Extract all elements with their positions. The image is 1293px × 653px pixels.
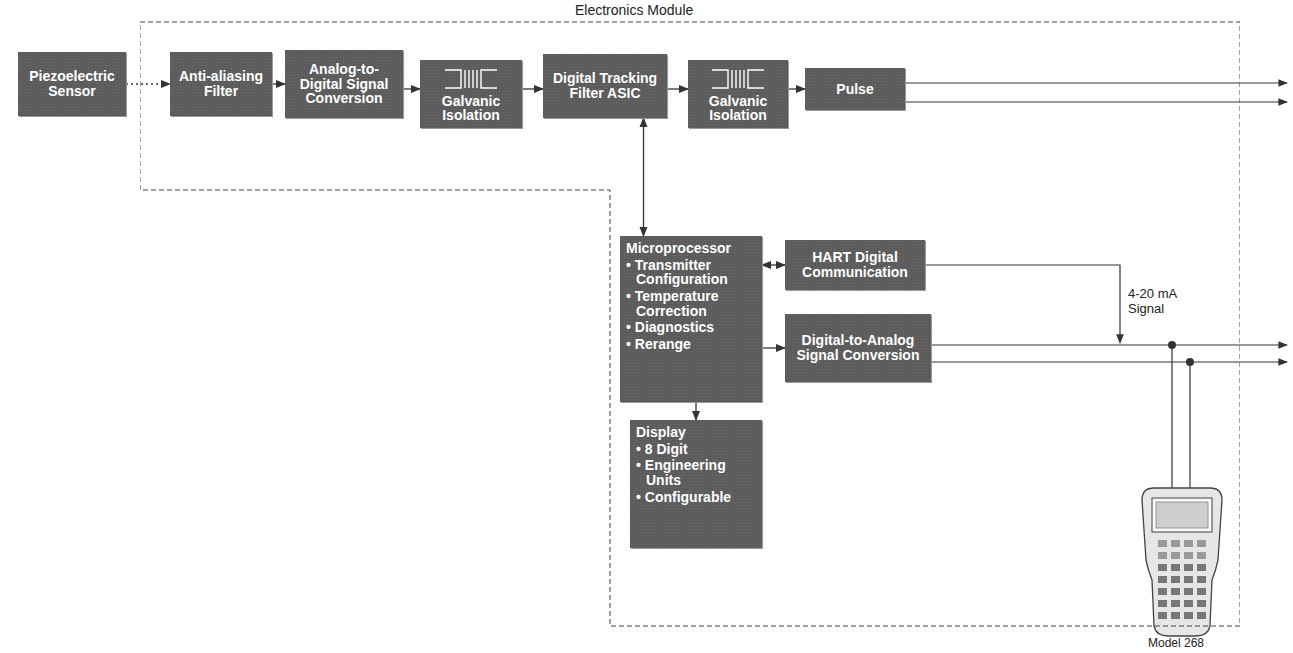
signal-arrow [762, 347, 785, 348]
keypad-key [1184, 540, 1193, 547]
keypad-key [1171, 612, 1180, 619]
box-title: Microprocessor [626, 241, 731, 256]
feature-item: • Diagnostics [626, 320, 715, 335]
keypad-key [1184, 612, 1193, 619]
signal-arrow [403, 88, 420, 89]
module-outline: Electronics ModuleAnti-aliasing Filter An… [140, 4, 1240, 628]
feature-box: Microprocessor • Transmitter Configuratio… [620, 236, 762, 402]
keypad-key [1197, 564, 1206, 571]
keypad-key [1171, 600, 1180, 607]
hart-wire [926, 265, 1120, 343]
keypad-key [1158, 576, 1167, 583]
signal-arrow [788, 88, 805, 89]
feature-item: • 8 Digit [636, 442, 688, 457]
keypad-key [1184, 600, 1193, 607]
feature-item: • Transmitter Configuration [626, 258, 756, 287]
process-box: Anti-aliasing Filter [170, 52, 272, 116]
keypad-key [1171, 540, 1180, 547]
signal-arrow [126, 83, 170, 84]
signal-wire [932, 344, 1287, 345]
pulse-output [906, 101, 1287, 102]
keypad-key [1158, 552, 1167, 559]
keypad-key [1158, 588, 1167, 595]
keypad-key [1158, 564, 1167, 571]
keypad-key [1171, 576, 1180, 583]
keypad-key [1171, 588, 1180, 595]
box-title: Pulse [836, 82, 873, 97]
keypad-key [1158, 540, 1167, 547]
box-title: Galvanic Isolation [426, 94, 516, 123]
keypad-key [1197, 588, 1206, 595]
keypad-key [1197, 540, 1206, 547]
box-title: Digital Tracking Filter ASIC [549, 71, 661, 100]
keypad-key [1171, 564, 1180, 571]
keypad-key [1158, 612, 1167, 619]
pulse-output [906, 82, 1287, 83]
keypad-key [1184, 564, 1193, 571]
signal-arrow [667, 88, 688, 89]
process-box: HART Digital Communication [785, 240, 925, 290]
feature-box: Display • 8 Digit• Engineering Units • Con… [630, 420, 762, 548]
box-title: Galvanic Isolation [694, 94, 782, 123]
signal-arrow [272, 83, 285, 84]
signal-arrow [695, 402, 696, 420]
signal-wire [932, 361, 1287, 362]
feature-item: • Rerange [626, 337, 692, 352]
box-title: HART Digital Communication [791, 250, 919, 279]
process-box: Pulse [805, 68, 905, 110]
process-box: Analog-to-Digital Signal Conversion [285, 50, 403, 118]
signal-label: 4-20 mA Signal [1128, 287, 1198, 317]
module-heading: Electronics Module [575, 2, 693, 18]
keypad-key [1197, 552, 1206, 559]
keypad-key [1158, 600, 1167, 607]
lead-wire [1171, 345, 1172, 490]
device-label: Model 268 [1148, 637, 1238, 651]
signal-arrow [643, 118, 644, 236]
feature-item: • Temperature Correction [626, 289, 756, 318]
handheld-communicator [1142, 488, 1222, 636]
box-title: Digital-to-Analog Signal Conversion [791, 333, 925, 362]
isolation-box: Galvanic Isolation [420, 60, 522, 128]
keypad-key [1184, 552, 1193, 559]
process-box: Piezoelectric Sensor [18, 52, 126, 116]
box-title: Piezoelectric Sensor [24, 69, 120, 98]
keypad-key [1197, 576, 1206, 583]
box-title: Display [636, 425, 686, 440]
keypad-key [1197, 600, 1206, 607]
lead-wire [1189, 362, 1190, 490]
keypad-key [1171, 552, 1180, 559]
signal-arrow [522, 88, 543, 89]
process-box: Digital Tracking Filter ASIC [543, 54, 667, 118]
keypad-key [1184, 588, 1193, 595]
transformer-symbol [441, 67, 501, 91]
feature-item: • Engineering Units [636, 458, 756, 487]
process-box: Digital-to-Analog Signal Conversion [785, 314, 931, 382]
transformer-symbol [708, 67, 768, 91]
signal-arrow [762, 264, 785, 265]
box-title: Analog-to-Digital Signal Conversion [291, 62, 397, 106]
feature-item: • Configurable [636, 490, 732, 505]
box-title: Anti-aliasing Filter [176, 69, 266, 98]
keypad-key [1197, 612, 1206, 619]
keypad-key [1184, 576, 1193, 583]
isolation-box: Galvanic Isolation [688, 60, 788, 128]
